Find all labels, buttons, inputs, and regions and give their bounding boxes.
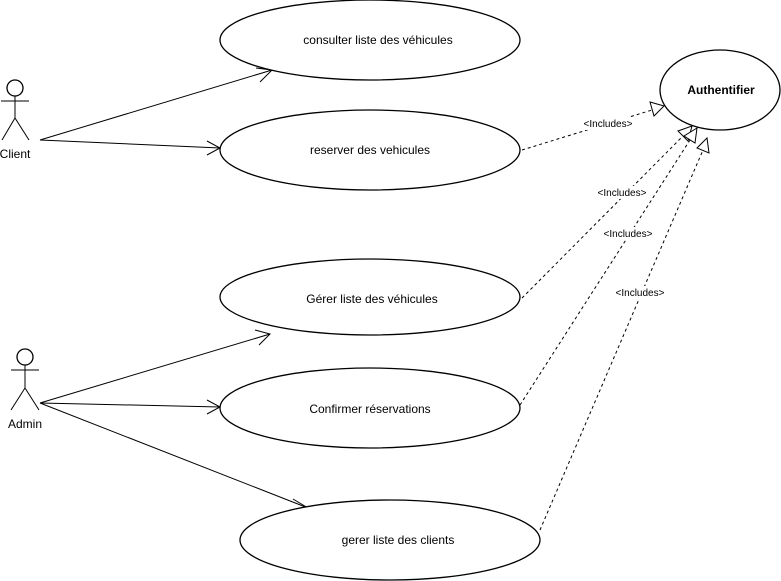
use-case-label: gerer liste des clients	[342, 533, 455, 547]
use-case-label: Authentifier	[687, 83, 755, 97]
include-label-text: <Includes>	[604, 229, 653, 240]
use-case-confirmer[interactable]: Confirmer réservations	[219, 367, 521, 449]
use-case-gerer-clients[interactable]: gerer liste des clients	[239, 499, 541, 581]
association-client-reserver	[39, 139, 222, 156]
stick-figure-icon	[10, 348, 40, 411]
include-label-confirmer: <Includes>	[600, 227, 657, 240]
association-admin-confirmer	[39, 399, 222, 415]
include-label-text: <Includes>	[598, 188, 647, 199]
association-client-consulter	[39, 67, 274, 141]
include-label-gerer-clients: <Includes>	[612, 286, 669, 299]
stick-figure-icon	[1, 79, 30, 141]
include-label-text: <Includes>	[616, 288, 665, 299]
include-confirmer-authentifier	[519, 127, 698, 406]
use-case-authentifier[interactable]: Authentifier	[659, 49, 781, 131]
use-case-label: reserver des vehicules	[310, 143, 430, 157]
actor-client[interactable]: Client	[0, 79, 31, 161]
use-case-reserver[interactable]: reserver des vehicules	[219, 109, 521, 191]
actor-label: Client	[0, 147, 31, 161]
include-label-gerer-vehicules: <Includes>	[594, 186, 651, 199]
use-case-label: Gérer liste des véhicules	[306, 292, 437, 306]
include-label-reserver: <Includes>	[580, 117, 637, 130]
use-case-consulter[interactable]: consulter liste des véhicules	[219, 0, 521, 81]
use-case-label: Confirmer réservations	[309, 402, 430, 416]
use-case-label: consulter liste des véhicules	[303, 33, 452, 47]
include-gerer-clients-authentifier	[539, 136, 710, 531]
include-label-text: <Includes>	[584, 119, 633, 130]
actor-label: Admin	[8, 417, 42, 431]
use-case-gerer-vehicules[interactable]: Gérer liste des véhicules	[219, 258, 521, 336]
association-admin-gerer-vehicules	[39, 329, 271, 404]
include-gerer-vehicules-authentifier	[521, 125, 693, 299]
actor-admin[interactable]: Admin	[8, 348, 42, 431]
